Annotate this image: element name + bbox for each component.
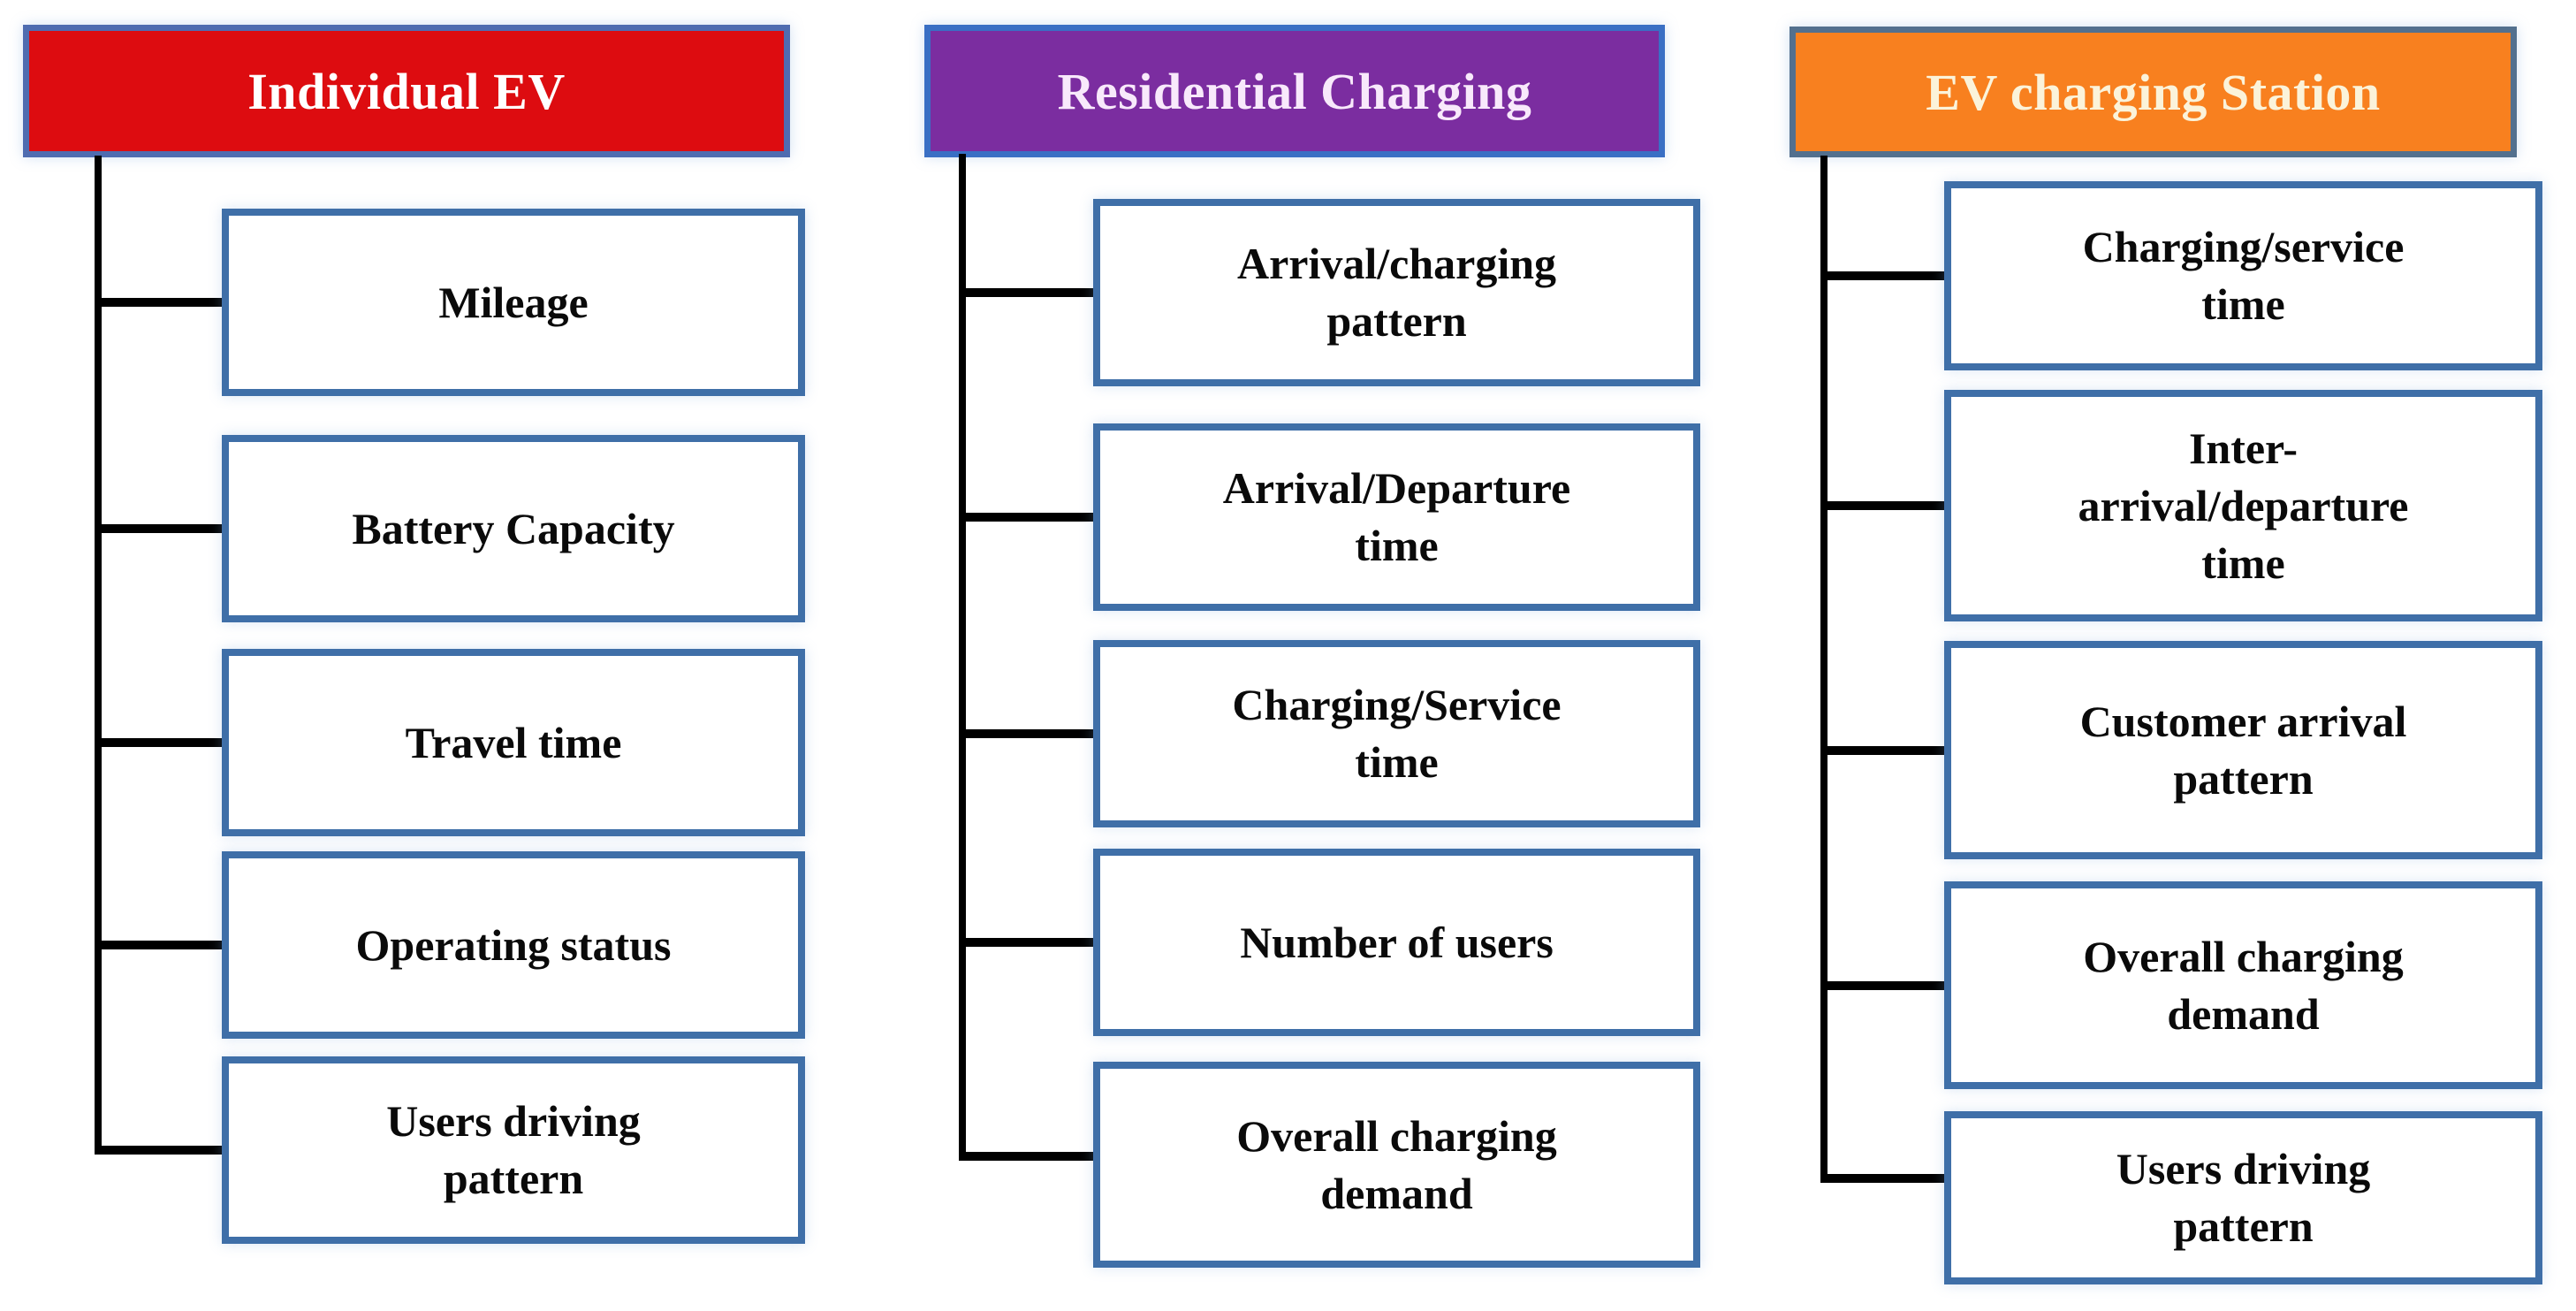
node-label: Arrival/Departure time — [1222, 463, 1571, 570]
node-overall-charging-demand-residential: Overall charging demand — [1093, 1062, 1700, 1268]
node-overall-charging-demand-station: Overall charging demand — [1944, 881, 2542, 1089]
node-label: Users driving pattern — [2116, 1144, 2371, 1251]
node-operating-status: Operating status — [222, 851, 805, 1039]
connector-col3-2 — [1820, 501, 1951, 510]
header-ev-charging-station: EV charging Station — [1790, 27, 2517, 157]
node-travel-time: Travel time — [222, 649, 805, 836]
node-inter-arrival-departure-time: Inter- arrival/departure time — [1944, 390, 2542, 621]
node-label: Customer arrival pattern — [2079, 696, 2407, 804]
connector-col2-4 — [959, 938, 1100, 947]
node-label: Charging/service time — [2082, 222, 2405, 329]
connector-col1-4 — [95, 941, 229, 949]
node-label: Operating status — [355, 919, 672, 970]
node-arrival-charging-pattern: Arrival/charging pattern — [1093, 199, 1700, 386]
node-label: Charging/Service time — [1232, 680, 1562, 787]
node-users-driving-pattern-ev: Users driving pattern — [222, 1056, 805, 1244]
connector-col1-5 — [95, 1146, 229, 1155]
connector-col2-1 — [959, 288, 1100, 297]
trunk-line-col3 — [1820, 156, 1828, 1183]
connector-col3-4 — [1820, 981, 1951, 990]
node-label: Arrival/charging pattern — [1236, 239, 1557, 346]
header-individual-ev: Individual EV — [23, 25, 790, 157]
node-label: Travel time — [405, 717, 622, 767]
node-users-driving-pattern-station: Users driving pattern — [1944, 1111, 2542, 1284]
connector-col3-1 — [1820, 271, 1951, 280]
trunk-line-col1 — [95, 156, 102, 1155]
header-label: EV charging Station — [1926, 63, 2381, 121]
node-battery-capacity: Battery Capacity — [222, 435, 805, 622]
header-label: Individual EV — [247, 62, 566, 120]
connector-col3-5 — [1820, 1174, 1951, 1183]
node-label: Users driving pattern — [386, 1096, 641, 1203]
connector-col2-5 — [959, 1152, 1100, 1161]
node-number-of-users: Number of users — [1093, 849, 1700, 1036]
header-label: Residential Charging — [1057, 62, 1532, 120]
node-charging-service-time-station: Charging/service time — [1944, 181, 2542, 370]
connector-col3-3 — [1820, 746, 1951, 755]
trunk-line-col2 — [959, 154, 966, 1161]
node-arrival-departure-time: Arrival/Departure time — [1093, 423, 1700, 611]
header-residential-charging: Residential Charging — [924, 25, 1665, 157]
node-label: Battery Capacity — [352, 503, 675, 553]
node-label: Inter- arrival/departure time — [2078, 423, 2409, 588]
connector-col1-1 — [95, 298, 229, 307]
connector-col1-2 — [95, 524, 229, 533]
node-charging-service-time-residential: Charging/Service time — [1093, 640, 1700, 827]
node-label: Mileage — [438, 277, 589, 327]
node-mileage: Mileage — [222, 209, 805, 396]
node-label: Overall charging demand — [2083, 931, 2404, 1039]
connector-col1-3 — [95, 738, 229, 747]
connector-col2-3 — [959, 729, 1100, 738]
node-label: Number of users — [1240, 917, 1554, 967]
node-customer-arrival-pattern: Customer arrival pattern — [1944, 641, 2542, 859]
connector-col2-2 — [959, 513, 1100, 522]
node-label: Overall charging demand — [1236, 1110, 1557, 1218]
